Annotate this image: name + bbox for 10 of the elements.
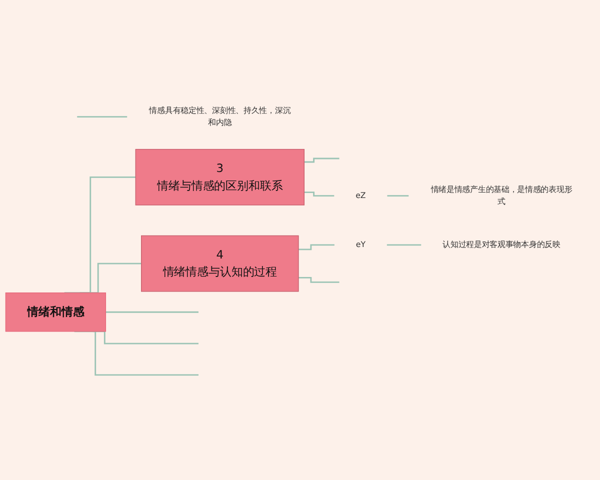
branch-box: 3 情绪与情感的区别和联系: [135, 148, 305, 206]
connector-line: [386, 244, 422, 246]
connector-line: [77, 116, 128, 118]
connector-line: [304, 158, 340, 163]
connector-line: [106, 311, 198, 313]
connector-line: [387, 195, 409, 197]
connector-line: [298, 244, 334, 250]
branch-box: 4 情绪情感与认知的过程: [141, 235, 299, 292]
connector-line: [304, 192, 334, 197]
connector-line: [298, 277, 340, 283]
